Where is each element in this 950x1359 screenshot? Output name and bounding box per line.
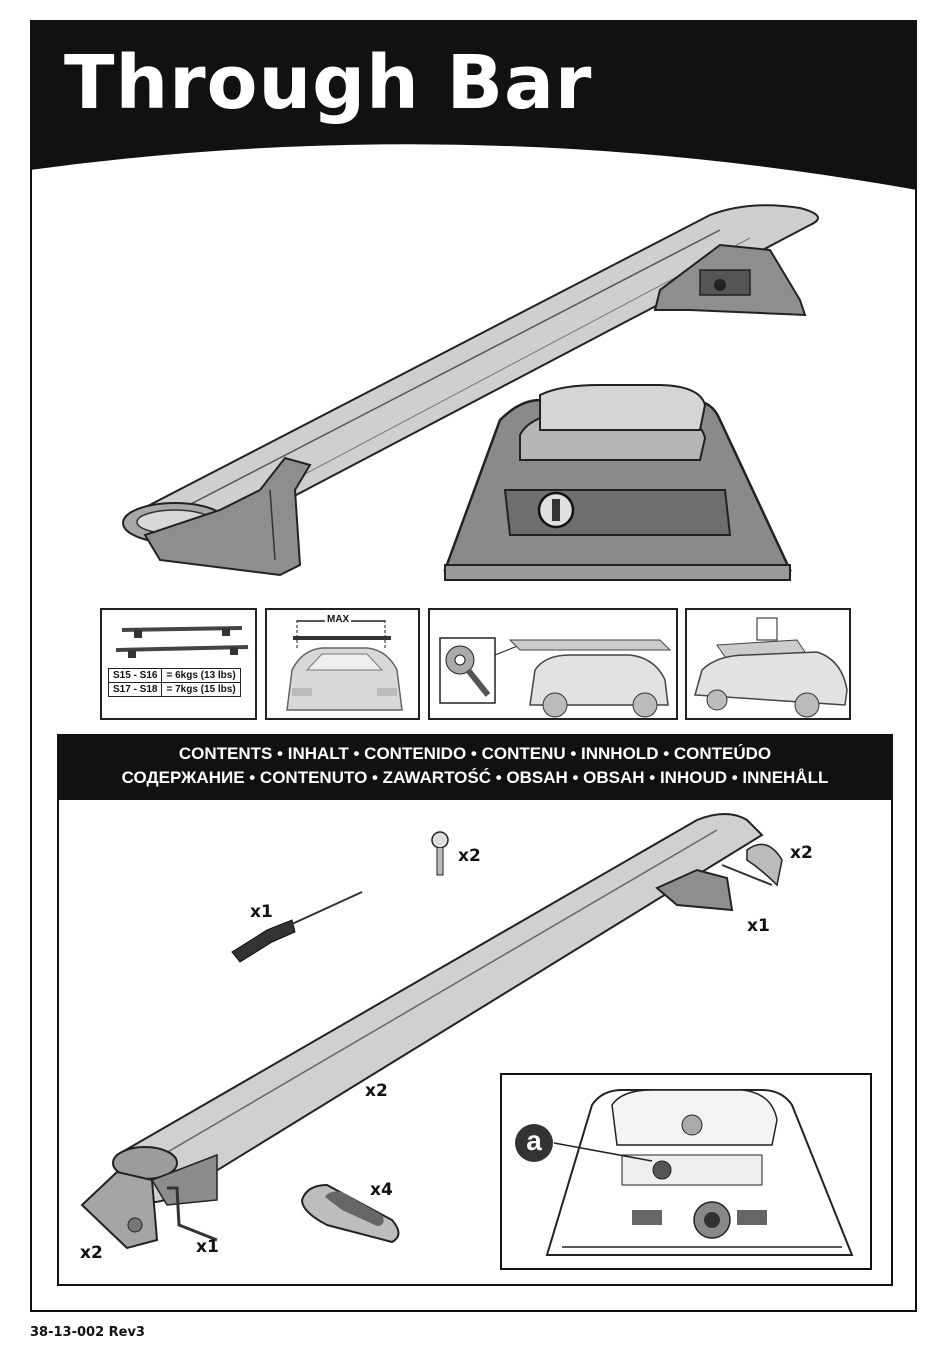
end-cap-right-quantity: x2 [790,843,813,863]
size-cell: S17 - S18 [107,682,163,697]
contents-heading-line2: СОДЕРЖАНИЕ • CONTENUTO • ZAWARTOŚĆ • OBS… [121,768,829,787]
header-band [30,20,917,190]
bar-quantity: x2 [365,1081,388,1101]
size-cell: S15 - S16 [107,668,163,683]
document-code: 38-13-002 Rev3 [30,1325,145,1340]
contents-heading-line1: CONTENTS • INHALT • CONTENIDO • CONTENU … [178,744,772,763]
key-quantity: x2 [458,846,481,866]
roof-bar-illustration [122,204,819,581]
bar-spacing-panel: MAX [265,608,420,720]
foot-detail-illustration [545,1089,854,1256]
page-title: Through Bar [64,40,593,126]
load-cell: = 6kgs (13 lbs) [161,668,241,683]
max-spacing-label: MAX [325,614,352,625]
pad-quantity: x4 [370,1180,393,1200]
parts-illustration [80,813,783,1250]
car-with-roof-load-icon [694,617,848,718]
load-capacity-panel: S15 - S16 = 6kgs (13 lbs) S17 - S18 = 7k… [100,608,257,720]
car-load-panel [685,608,851,720]
end-cap-left-quantity: x2 [80,1243,103,1263]
load-cell: = 7kgs (15 lbs) [161,682,241,697]
table-row: S15 - S16 = 6kgs (13 lbs) [107,668,241,683]
allen-key-quantity: x1 [196,1237,219,1257]
contents-heading: CONTENTS • INHALT • CONTENIDO • CONTENU … [57,734,893,800]
callout-a-badge: a [515,1124,553,1162]
car-front-icon [286,620,403,711]
foot-detail-inset [500,1073,872,1270]
table-row: S17 - S18 = 7kgs (15 lbs) [107,682,241,697]
bars-mini-icon [115,626,249,658]
load-strap-panel [428,608,678,720]
load-table: S15 - S16 = 6kgs (13 lbs) S17 - S18 = 7k… [107,668,241,697]
key-tool-quantity: x1 [747,916,770,936]
strap-and-car-icon [439,637,672,718]
screwdriver-quantity: x1 [250,902,273,922]
